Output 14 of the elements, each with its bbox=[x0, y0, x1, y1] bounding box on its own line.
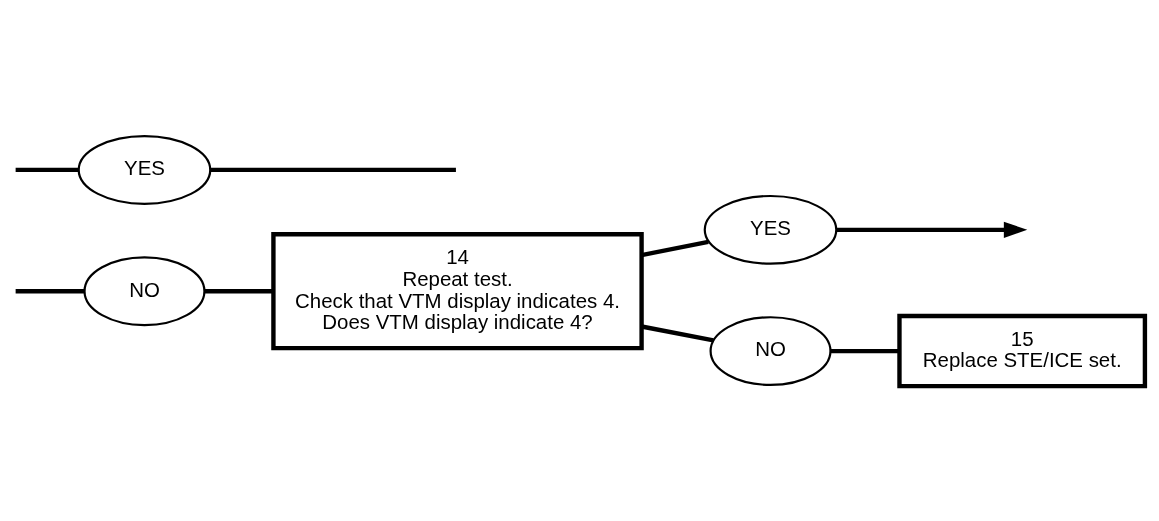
node-ellipse: NO bbox=[709, 315, 832, 386]
connector bbox=[210, 167, 456, 172]
node-box: 15 Replace STE/ICE set. bbox=[897, 313, 1148, 388]
connector bbox=[15, 288, 85, 293]
node-box: 14 Repeat test. Check that VTM display indicates 4. Does VTM display indicate 4? bbox=[271, 231, 644, 350]
connector bbox=[830, 348, 900, 353]
node-ellipse: YES bbox=[703, 194, 838, 265]
node-ellipse: YES bbox=[77, 134, 212, 205]
connector bbox=[205, 288, 274, 293]
node-ellipse: NO bbox=[83, 255, 206, 326]
connector bbox=[641, 323, 714, 342]
connector bbox=[15, 167, 79, 172]
connector bbox=[641, 239, 709, 257]
arrow bbox=[836, 221, 1028, 238]
